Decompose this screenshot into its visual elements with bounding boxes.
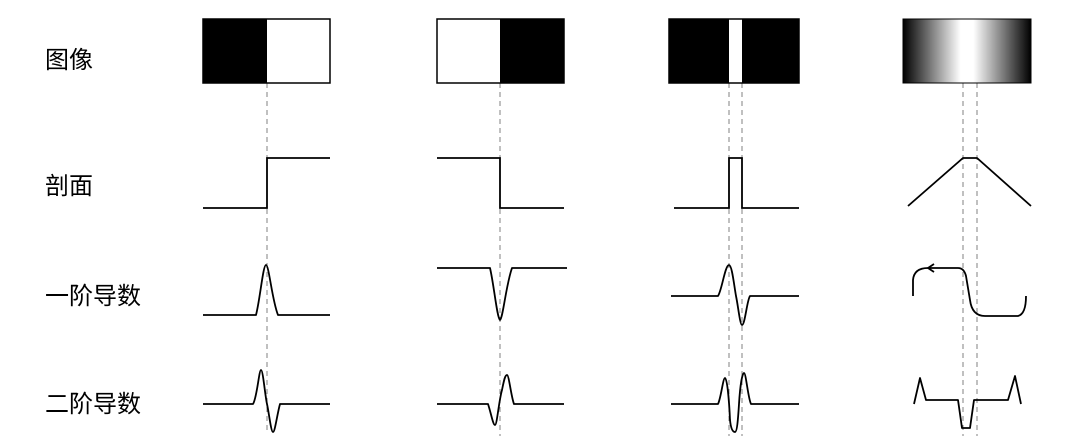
profile-col2-step-down xyxy=(437,157,564,209)
row-label-image: 图像 xyxy=(45,46,93,74)
row-label-profile: 剖面 xyxy=(45,172,93,200)
d1-col2-negative-spike xyxy=(437,267,567,321)
profile-col3-pulse xyxy=(674,157,799,209)
second-derivative-row xyxy=(203,369,1022,433)
profile-col1-step-up xyxy=(203,157,330,209)
d2-col4 xyxy=(913,375,1022,429)
image-col4-ramp xyxy=(902,18,1032,84)
first-derivative-row xyxy=(203,263,1027,326)
image-col2-light-to-dark xyxy=(436,18,565,84)
image-col3-thin-line xyxy=(668,18,800,84)
row-label-first-derivative: 一阶导数 xyxy=(45,282,141,310)
image-row xyxy=(202,18,1032,84)
d1-col4-arrow-tip xyxy=(927,263,935,273)
row-label-second-derivative: 二阶导数 xyxy=(45,390,141,418)
image-col1-dark-to-light xyxy=(202,18,331,84)
d1-col3-up-down xyxy=(671,264,799,326)
d1-col1-positive-spike xyxy=(203,264,330,316)
d1-col4-plateau xyxy=(912,267,1027,317)
dashed-guides xyxy=(266,83,978,436)
profile-row xyxy=(203,157,1032,209)
d2-col1 xyxy=(203,369,330,433)
profile-col4-roof xyxy=(907,157,1032,207)
d2-col2 xyxy=(437,374,564,426)
d2-col3 xyxy=(671,372,799,433)
